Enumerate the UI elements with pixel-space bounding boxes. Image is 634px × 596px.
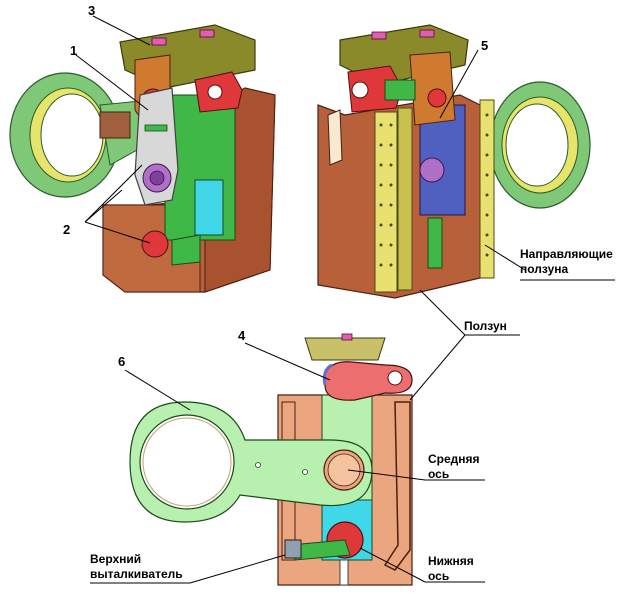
right-body-slot <box>327 109 343 166</box>
section-red-link <box>324 361 413 401</box>
section-red-link-hole <box>387 370 403 386</box>
left-lower-axis <box>141 230 169 258</box>
label-lower-axis-line2: ось <box>428 569 449 583</box>
left-green-lower <box>171 234 201 266</box>
left-link-green-mark <box>144 124 168 132</box>
left-red-axis-hole <box>207 84 223 100</box>
section-top-pink <box>341 333 353 341</box>
label-3: 3 <box>88 3 95 18</box>
leader-lines <box>75 15 615 584</box>
label-slider: Ползун <box>464 319 507 333</box>
right-green-upper <box>384 79 416 101</box>
label-4: 4 <box>238 328 246 343</box>
section-ejector-block <box>284 539 302 559</box>
right-purple-bearing <box>419 157 445 183</box>
section-blue-edge <box>322 363 333 386</box>
left-ring-hole <box>40 93 104 177</box>
right-green-cylinder <box>427 217 443 269</box>
label-lower-axis-line1: Нижняя <box>428 554 474 568</box>
label-middle-axis-line2: ось <box>428 467 449 481</box>
right-red-axis-hole <box>351 81 369 99</box>
label-guides-line1: Направляющие <box>520 247 613 261</box>
label-2: 2 <box>63 222 70 237</box>
label-ejector-line1: Верхний <box>90 552 141 566</box>
section-small-hole-2 <box>302 469 308 475</box>
right-guide-strip-3 <box>479 99 495 279</box>
left-link-purple-inner <box>149 170 165 186</box>
left-top-pink-1 <box>151 37 167 46</box>
label-middle-axis-line1: Средняя <box>428 452 480 466</box>
right-guide-strip-2 <box>397 107 413 291</box>
right-guide-strip-1 <box>374 111 398 293</box>
section-pin <box>339 559 349 586</box>
left-3d-view <box>9 24 276 293</box>
section-right-rail <box>383 401 411 571</box>
left-guide-rail <box>99 111 131 139</box>
section-ring-hole <box>139 414 235 510</box>
right-top-pink-2 <box>419 29 435 38</box>
section-middle-axis-inner <box>327 453 361 487</box>
left-top-pink-2 <box>199 29 215 38</box>
right-top-pink-1 <box>371 31 387 40</box>
right-ring-hole <box>505 103 569 187</box>
label-guides-line2: ползуна <box>520 262 568 276</box>
right-guide-holes <box>379 113 489 267</box>
right-bracket <box>409 51 456 126</box>
label-ejector-line2: выталкиватель <box>90 567 183 581</box>
left-cyan-slot <box>194 179 224 236</box>
section-view <box>129 333 413 586</box>
section-top-block <box>304 337 386 361</box>
section-small-hole-1 <box>255 462 261 468</box>
label-6: 6 <box>118 354 125 369</box>
label-5: 5 <box>481 38 488 53</box>
section-ring-hole-inner <box>142 417 232 507</box>
label-1: 1 <box>70 43 77 58</box>
right-3d-view <box>317 24 591 299</box>
right-bracket-pin <box>427 88 447 108</box>
